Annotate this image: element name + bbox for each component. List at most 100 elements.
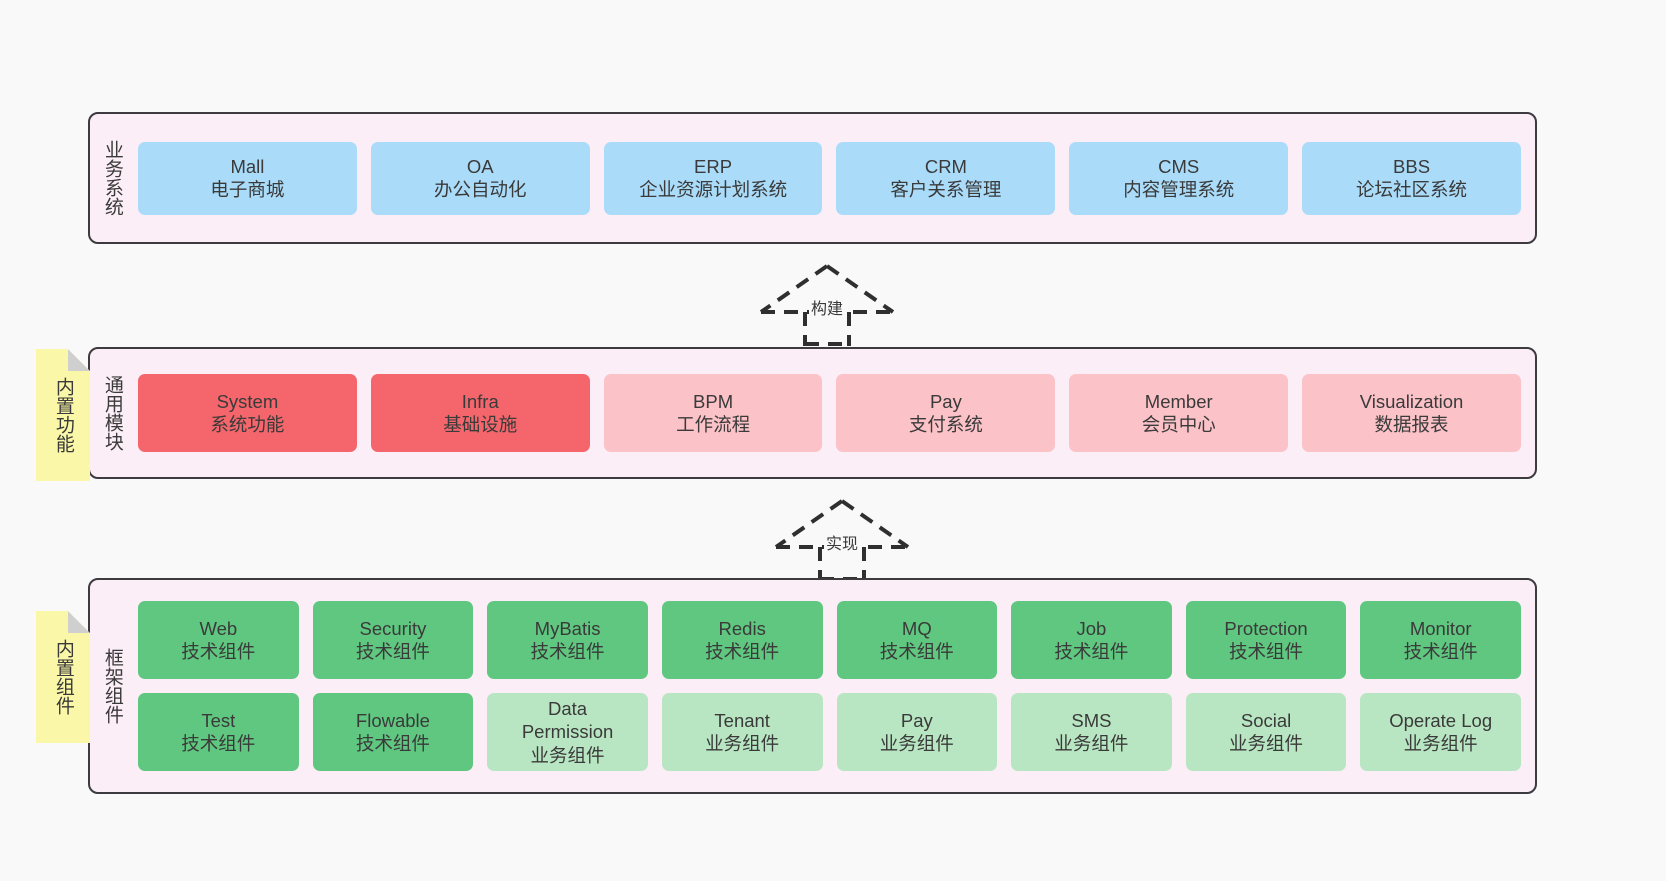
business-card-oa[interactable]: OA 办公自动化 (370, 141, 590, 215)
framework-card-monitor[interactable]: Monitor 技术组件 (1360, 601, 1521, 679)
card-subtitle: 企业资源计划系统 (639, 179, 788, 200)
card-subtitle: 技术组件 (181, 733, 256, 754)
note-builtin-components: 内置组件 (36, 611, 90, 743)
framework-card-redis[interactable]: Redis 技术组件 (661, 601, 823, 679)
framework-card-web[interactable]: Web 技术组件 (138, 601, 299, 679)
card-subtitle: 内容管理系统 (1123, 179, 1235, 200)
card-title: ERP (694, 155, 733, 177)
card-title: Security (359, 617, 427, 639)
card-title: OA (466, 155, 494, 177)
card-title: Pay (929, 390, 962, 412)
card-title: BBS (1393, 155, 1431, 177)
framework-card-pay[interactable]: Pay 业务组件 (836, 693, 998, 771)
framework-card-social[interactable]: Social 业务组件 (1185, 693, 1347, 771)
layer-business-title: 业务系统 (101, 140, 123, 216)
card-title: Test (201, 709, 236, 731)
note-builtin-features: 内置功能 (36, 349, 90, 481)
card-title: Redis (718, 617, 766, 639)
card-subtitle: 基础设施 (443, 414, 518, 435)
card-subtitle: 业务组件 (879, 733, 954, 754)
modules-card-row: System 系统功能 Infra 基础设施 BPM 工作流程 Pay 支付系统… (138, 374, 1521, 452)
card-subtitle: 工作流程 (676, 414, 751, 435)
module-card-bpm[interactable]: BPM 工作流程 (603, 374, 823, 452)
framework-card-mybatis[interactable]: MyBatis 技术组件 (487, 601, 648, 679)
card-title: CMS (1158, 155, 1200, 177)
card-title: Pay (900, 709, 933, 731)
card-title: Infra (461, 390, 499, 412)
framework-card-security[interactable]: Security 技术组件 (312, 601, 474, 679)
card-title: Member (1144, 390, 1213, 412)
module-card-pay[interactable]: Pay 支付系统 (836, 374, 1056, 452)
card-title: CRM (924, 155, 967, 177)
card-subtitle: 业务组件 (530, 744, 605, 766)
card-title: Data Permission (521, 698, 614, 743)
business-card-row: Mall 电子商城 OA 办公自动化 ERP 企业资源计划系统 CRM 客户关系… (138, 141, 1521, 215)
card-subtitle: 技术组件 (1229, 641, 1304, 662)
framework-card-sms[interactable]: SMS 业务组件 (1011, 693, 1172, 771)
business-card-bbs[interactable]: BBS 论坛社区系统 (1302, 141, 1521, 215)
framework-card-tenant[interactable]: Tenant 业务组件 (661, 693, 823, 771)
business-card-crm[interactable]: CRM 客户关系管理 (836, 141, 1056, 215)
card-title: Protection (1224, 617, 1308, 639)
card-subtitle: 电子商城 (210, 179, 285, 200)
framework-card-mq[interactable]: MQ 技术组件 (836, 601, 998, 679)
connector-build-label: 构建 (809, 301, 846, 318)
card-subtitle: 支付系统 (908, 414, 983, 435)
card-title: Monitor (1409, 617, 1472, 639)
note-fold-corner (68, 349, 90, 371)
card-title: Web (199, 617, 238, 639)
card-subtitle: 业务组件 (1403, 733, 1478, 754)
card-title: Mall (230, 155, 265, 177)
framework-card-protection[interactable]: Protection 技术组件 (1185, 601, 1347, 679)
card-title: MyBatis (534, 617, 601, 639)
framework-card-flowable[interactable]: Flowable 技术组件 (312, 693, 474, 771)
connector-build: 构建 (757, 262, 897, 346)
card-subtitle: 客户关系管理 (890, 179, 1002, 200)
card-subtitle: 技术组件 (355, 733, 430, 754)
layer-modules-body: System 系统功能 Infra 基础设施 BPM 工作流程 Pay 支付系统… (134, 349, 1535, 477)
module-card-infra[interactable]: Infra 基础设施 (370, 374, 590, 452)
layer-framework-body: Web 技术组件 Security 技术组件 MyBatis 技术组件 Redi… (134, 580, 1535, 792)
module-card-system[interactable]: System 系统功能 (138, 374, 357, 452)
card-subtitle: 技术组件 (355, 641, 430, 662)
note-label: 内置功能 (52, 377, 74, 453)
business-card-cms[interactable]: CMS 内容管理系统 (1069, 141, 1289, 215)
framework-row-2: Test 技术组件 Flowable 技术组件 Data Permission … (138, 693, 1521, 771)
card-subtitle: 办公自动化 (433, 179, 527, 200)
note-label: 内置组件 (52, 639, 74, 715)
card-subtitle: 业务组件 (705, 733, 780, 754)
layer-business-body: Mall 电子商城 OA 办公自动化 ERP 企业资源计划系统 CRM 客户关系… (134, 114, 1535, 242)
layer-framework-title: 框架组件 (101, 648, 123, 724)
card-subtitle: 技术组件 (530, 641, 605, 662)
card-title: Flowable (355, 709, 430, 731)
framework-card-operate-log[interactable]: Operate Log 业务组件 (1360, 693, 1521, 771)
card-subtitle: 技术组件 (181, 641, 256, 662)
card-subtitle: 业务组件 (1054, 733, 1129, 754)
card-subtitle: 技术组件 (879, 641, 954, 662)
card-subtitle: 业务组件 (1229, 733, 1304, 754)
card-title: Operate Log (1389, 709, 1493, 731)
card-subtitle: 技术组件 (705, 641, 780, 662)
business-card-mall[interactable]: Mall 电子商城 (138, 141, 357, 215)
layer-business-systems: 业务系统 Mall 电子商城 OA 办公自动化 ERP 企业资源计划系统 CRM… (88, 112, 1537, 244)
framework-card-job[interactable]: Job 技术组件 (1011, 601, 1172, 679)
card-subtitle: 系统功能 (210, 414, 285, 435)
card-title: Job (1076, 617, 1107, 639)
module-card-member[interactable]: Member 会员中心 (1069, 374, 1289, 452)
card-title: Visualization (1359, 390, 1464, 412)
framework-row-1: Web 技术组件 Security 技术组件 MyBatis 技术组件 Redi… (138, 601, 1521, 679)
connector-implement: 实现 (772, 497, 912, 581)
module-card-visualization[interactable]: Visualization 数据报表 (1302, 374, 1521, 452)
card-title: BPM (693, 390, 734, 412)
note-fold-corner (68, 611, 90, 633)
card-subtitle: 数据报表 (1374, 414, 1449, 435)
card-subtitle: 论坛社区系统 (1356, 179, 1468, 200)
business-card-erp[interactable]: ERP 企业资源计划系统 (603, 141, 823, 215)
framework-card-data-permission[interactable]: Data Permission 业务组件 (487, 693, 648, 771)
connector-build-arrow (759, 264, 895, 346)
card-subtitle: 技术组件 (1054, 641, 1129, 662)
framework-card-test[interactable]: Test 技术组件 (138, 693, 299, 771)
card-title: MQ (901, 617, 932, 639)
layer-framework-components: 框架组件 Web 技术组件 Security 技术组件 MyBatis 技术组件… (88, 578, 1537, 794)
